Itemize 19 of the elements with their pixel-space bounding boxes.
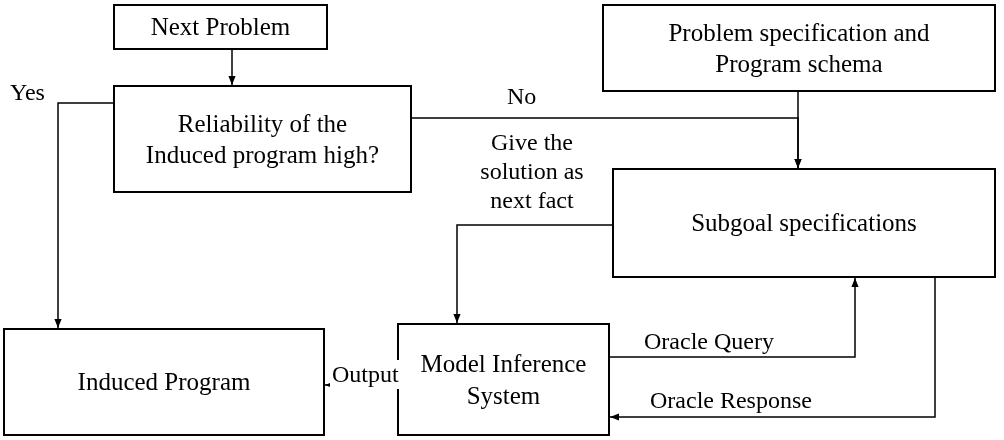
arrow: [609, 277, 936, 421]
process-box: [602, 4, 996, 92]
node-text: Next Problem: [150, 12, 291, 43]
node-text: Problem specification and Program schema: [667, 17, 931, 79]
edge-label: Output: [330, 360, 401, 389]
node-text: Reliability of the Induced program high?: [144, 108, 381, 170]
arrow: [228, 49, 236, 86]
decision-box: [113, 85, 412, 193]
process-box: [3, 328, 325, 436]
arrow: [54, 102, 114, 329]
node-text: Subgoal specifications: [691, 208, 917, 239]
process-box: [113, 4, 328, 50]
process-box: [612, 168, 996, 278]
arrow: [609, 277, 859, 358]
arrow: [794, 91, 802, 169]
process-box: [397, 323, 610, 436]
arrow: [453, 224, 613, 324]
node-text: Induced Program: [77, 367, 251, 398]
node-text: Model Inference System: [419, 349, 588, 411]
